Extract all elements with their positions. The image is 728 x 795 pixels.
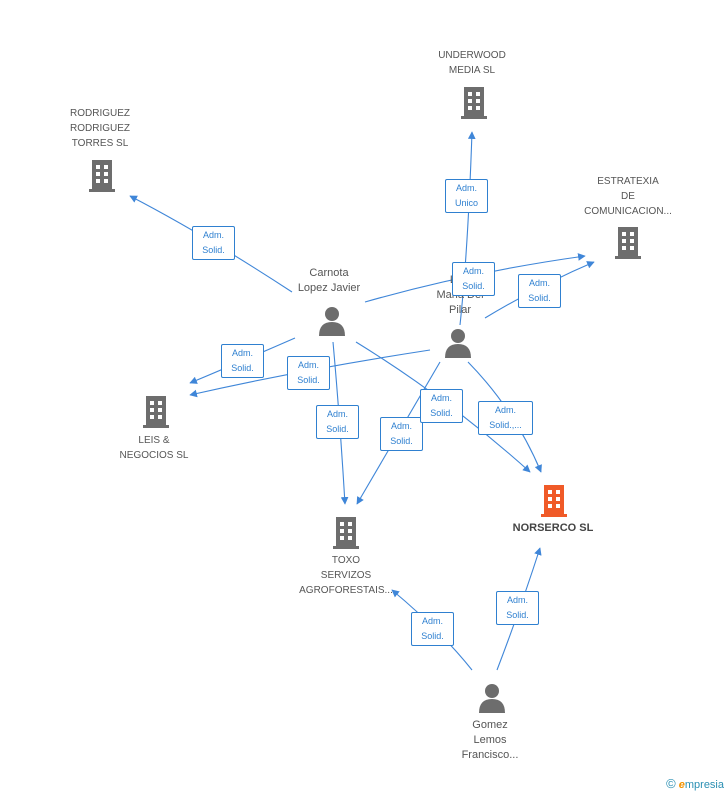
- company-norserco-label[interactable]: NORSERCO SL: [512, 522, 594, 534]
- company-rodriguez-label[interactable]: RODRIGUEZ RODRIGUEZ TORRES SL: [70, 108, 130, 149]
- building-icon[interactable]: [612, 225, 644, 259]
- building-icon[interactable]: [330, 515, 362, 549]
- edge-leis-underwood: [459, 131, 476, 326]
- company-toxo-label[interactable]: TOXO SERVIZOS AGROFORESTAIS...: [299, 555, 393, 596]
- person-gomez-label[interactable]: Gomez Lemos Francisco...: [461, 719, 519, 761]
- company-estratexia-label[interactable]: ESTRATEXIA DE COMUNICACION...: [584, 176, 672, 217]
- edge-badge-carnota-norserco[interactable]: Adm. Solid.: [420, 389, 463, 423]
- brand-e-letter: e: [678, 779, 685, 791]
- person-icon[interactable]: [317, 306, 347, 336]
- edge-badge-leis-toxo[interactable]: Adm. Solid.: [380, 417, 423, 451]
- building-icon[interactable]: [86, 158, 118, 192]
- edge-badge-leis-norserco[interactable]: Adm. Solid.,...: [478, 401, 533, 435]
- edge-badge-carnota-estratexia[interactable]: Adm. Solid.: [452, 262, 495, 296]
- building-icon-main[interactable]: [538, 483, 570, 517]
- edge-badge-carnota-rodriguez[interactable]: Adm. Solid.: [192, 226, 235, 260]
- company-leis-negocios-label[interactable]: LEIS & NEGOCIOS SL: [119, 435, 189, 461]
- edge-badge-gomez-norserco[interactable]: Adm. Solid.: [496, 591, 539, 625]
- building-icon[interactable]: [458, 85, 490, 119]
- building-icon[interactable]: [140, 394, 172, 428]
- edge-badge-carnota-leisnegocios[interactable]: Adm. Solid.: [221, 344, 264, 378]
- copyright-symbol: ©: [666, 776, 676, 791]
- edge-badge-leis-underwood[interactable]: Adm. Unico: [445, 179, 488, 213]
- edge-badge-leis-estratexia[interactable]: Adm. Solid.: [518, 274, 561, 308]
- brand-name: mpresia: [684, 779, 724, 791]
- person-carnota-label[interactable]: Carnota Lopez Javier: [297, 267, 361, 294]
- edge-badge-carnota-toxo[interactable]: Adm. Solid.: [316, 405, 359, 439]
- person-icon[interactable]: [477, 683, 507, 713]
- edge-badge-leis-leisnegocios[interactable]: Adm. Solid.: [287, 356, 330, 390]
- edge-badge-gomez-toxo[interactable]: Adm. Solid.: [411, 612, 454, 646]
- person-icon[interactable]: [443, 328, 473, 358]
- brand-logo[interactable]: © empresia: [666, 776, 724, 791]
- company-underwood-label[interactable]: UNDERWOOD MEDIA SL: [438, 50, 506, 76]
